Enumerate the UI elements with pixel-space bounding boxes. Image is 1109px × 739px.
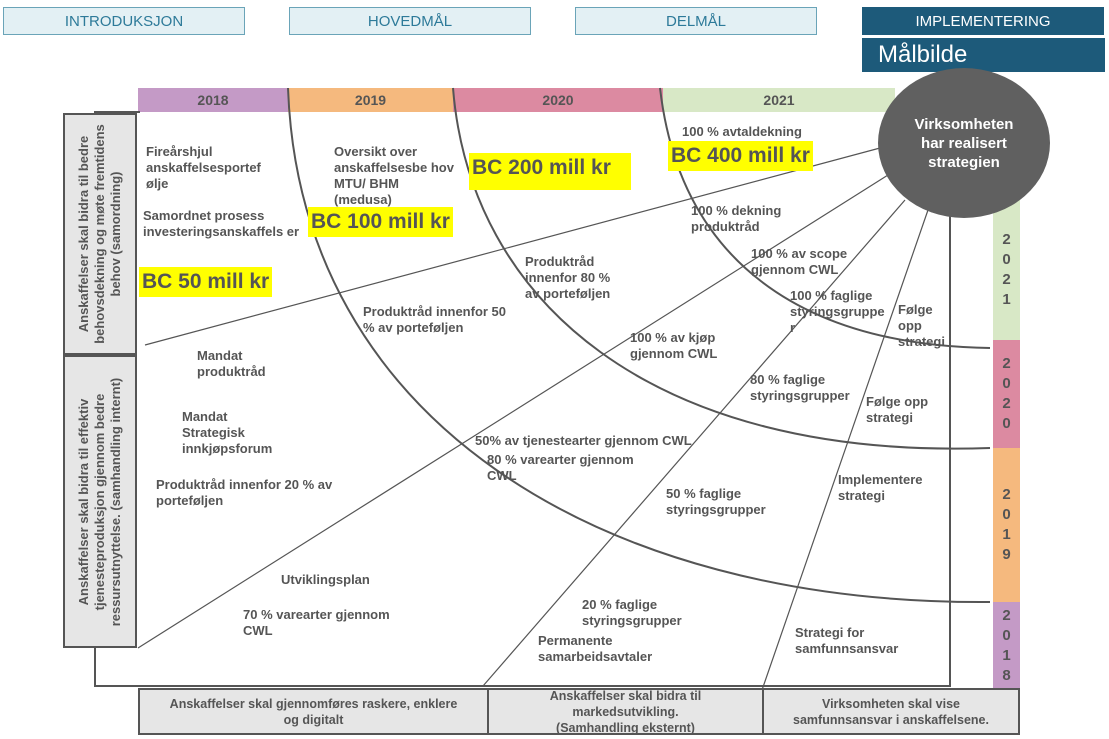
bottom-goal-samfunnsansvar: Virksomheten skal vise samfunnsansvar i … [762,688,1020,735]
item-produktrad-80: Produktråd innenfor 80 % av porteføljen [525,254,611,301]
radial-line-1 [144,147,881,346]
item-mandat-forum: Mandat Strategisk innkjøpsforum [182,409,273,456]
item-varearter-70: 70 % varearter gjennom CWL [243,607,390,638]
side-goal-samhandling-internt: Anskaffelser skal bidra til effektiv tje… [63,355,137,648]
item-firearshjul: Fireårshjul anskaffelsesportef ølje [146,144,261,191]
item-varearter-80: 80 % varearter gjennom CWL [487,452,634,483]
year-header-2019: 2019 [288,88,453,112]
bottom-goal-digital: Anskaffelser skal gjennomføres raskere, … [138,688,489,735]
radial-line-3 [482,199,906,687]
item-scope-cwl: 100 % av scope gjennom CWL [751,246,848,277]
item-utviklingsplan: Utviklingsplan [281,572,370,587]
item-folge-opp-2: Følge opp strategi [866,394,929,425]
item-samordnet: Samordnet prosess investeringsanskaffels… [143,208,300,239]
bc-200: BC 200 mill kr [469,153,631,190]
tab-introduksjon[interactable]: INTRODUKSJON [3,7,245,35]
year-header-2018: 2018 [138,88,288,112]
bottom-goal-markedsutvikling: Anskaffelser skal bidra til markedsutvik… [487,688,764,735]
bc-100: BC 100 mill kr [308,207,453,237]
item-mandat-produktrad: Mandat produktråd [197,348,266,379]
item-dekning-produktrad: 100 % dekning produktråd [691,203,782,234]
side-goal-samordning: Anskaffelser skal bidra til bedre behovs… [63,113,137,355]
page-title: Målbilde [862,38,1105,72]
radial-line-4 [761,209,929,691]
year-header-2020: 2020 [453,88,663,112]
item-avtaldekning: 100 % avtaldekning [682,124,802,139]
item-implementere: Implementere strategi [838,472,923,503]
item-folge-opp-1: Følge opp strategi [898,302,945,349]
item-samfunnsansvar: Strategi for samfunnsansvar [795,625,899,656]
item-faglige-20: 20 % faglige styringsgrupper [582,597,682,628]
item-permanente: Permanente samarbeidsavtaler [538,633,653,664]
item-faglige-100: 100 % faglige styringsgruppe r [790,288,885,335]
bc-400: BC 400 mill kr [668,141,813,171]
item-faglige-50: 50 % faglige styringsgrupper [666,486,766,517]
item-kjop-cwl: 100 % av kjøp gjennom CWL [630,330,718,361]
goal-circle: Virksomheten har realisert strategien [878,68,1050,218]
item-faglige-80: 80 % faglige styringsgrupper [750,372,850,403]
frame-border [94,111,951,687]
item-produktrad-50: Produktråd innenfor 50 % av porteføljen [363,304,507,335]
year-header-2021: 2021 [663,88,895,112]
tab-delmal[interactable]: DELMÅL [575,7,817,35]
item-produktrad-20: Produktråd innenfor 20 % av porteføljen [156,477,333,508]
tab-implementering[interactable]: IMPLEMENTERING [862,7,1104,35]
radial-line-2 [137,174,889,649]
bc-50: BC 50 mill kr [139,267,273,297]
item-tjenestearter: 50% av tjenestearter gjennom CWL [475,433,692,448]
tab-hovedmal[interactable]: HOVEDMÅL [289,7,531,35]
item-oversikt: Oversikt over anskaffelsesbe hov MTU/ BH… [334,144,454,207]
